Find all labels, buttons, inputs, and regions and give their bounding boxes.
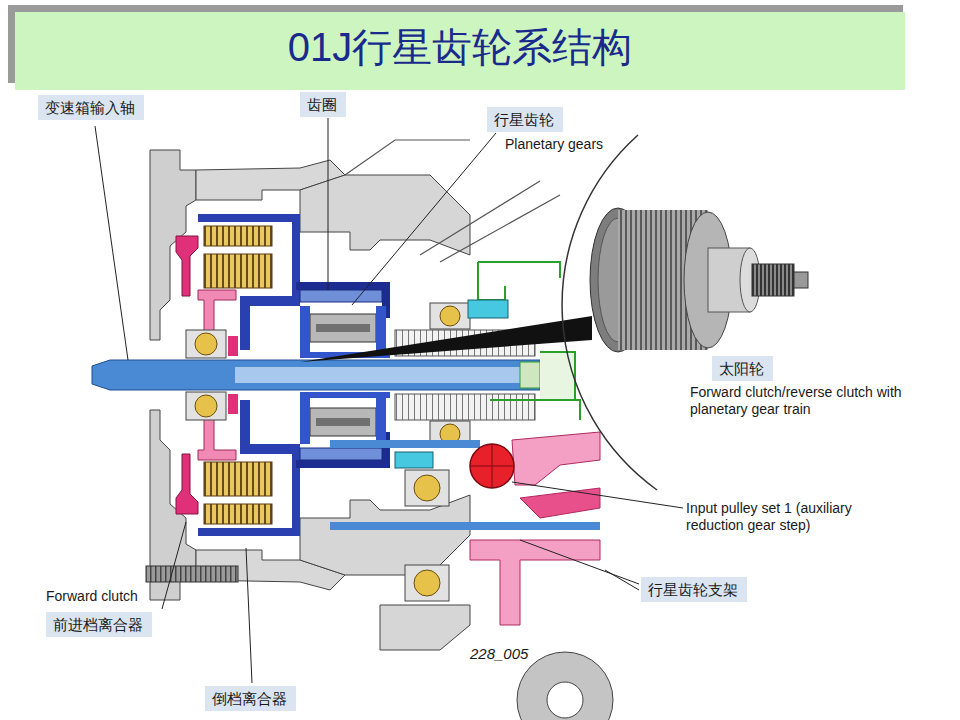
input-shaft-part [520, 362, 540, 388]
lower-right-parts-part [395, 452, 433, 468]
upper-half-section-part [316, 324, 370, 332]
leader-lines-part [512, 482, 683, 508]
callout-text: 太阳轮 [719, 359, 766, 378]
callout-text: 倒档离合器 [212, 689, 289, 708]
housing-lines-part [345, 140, 560, 262]
lower-right-parts-part [517, 652, 613, 720]
upper-half-section-part [198, 290, 236, 335]
callout-box: 太阳轮 [712, 356, 773, 381]
upper-half-section-part [296, 282, 390, 318]
lower-right-parts-part [512, 432, 600, 485]
lower-right-parts-part [330, 440, 480, 448]
lower-right-parts-part [520, 488, 600, 518]
lower-right-parts-part [414, 570, 440, 596]
lower-right-parts-part [470, 444, 514, 488]
upper-half-section-part [186, 330, 226, 358]
callout-text: 行星齿轮支架 [648, 580, 740, 599]
upper-half-section-part [228, 336, 238, 356]
callout-box: 行星齿轮支架 [641, 577, 747, 602]
callout-text: 前进档离合器 [53, 615, 145, 634]
part-label: Planetary gears [505, 136, 603, 153]
leader-lines [95, 118, 683, 683]
upper-right-parts-part [540, 352, 575, 400]
lower-right-parts-part [414, 475, 440, 501]
leader-lines-part [246, 548, 252, 683]
figure-number: 228_005 [470, 645, 528, 662]
lower-right-parts-part [405, 470, 449, 506]
callout-box: 前进档离合器 [46, 612, 152, 637]
upper-right-parts-part [478, 262, 560, 300]
input-shaft-part [92, 360, 540, 390]
lower-right-parts-part [470, 444, 514, 488]
callout-box: 倒档离合器 [205, 686, 296, 711]
page-title: 01J行星齿轮系结构 [15, 22, 905, 72]
callout-box: 行星齿轮 [487, 107, 563, 132]
upper-half-section-part [195, 333, 217, 355]
title-band-part [15, 12, 905, 90]
housing-lines [345, 140, 560, 262]
upper-half-section-part [198, 214, 300, 296]
upper-half-section-part [440, 306, 460, 326]
upper-half-section-part [310, 314, 376, 342]
gear-assembly-photo-part [794, 272, 808, 288]
input-shaft [92, 360, 540, 390]
upper-half-section-part [204, 254, 272, 288]
leader-lines-part [95, 126, 128, 360]
upper-right-parts-part [490, 400, 580, 420]
upper-half-section-part [176, 236, 198, 296]
callout-text: 行星齿轮 [494, 110, 556, 129]
upper-half-section-part [204, 226, 272, 246]
leader-lines-part [605, 570, 639, 590]
lower-right-parts [146, 432, 613, 720]
lower-right-parts-part [380, 605, 470, 650]
lower-right-parts-part [330, 522, 600, 530]
title-band [8, 5, 905, 90]
gear-assembly-photo [590, 208, 808, 352]
part-label: Forward clutch/reverse clutch with plane… [690, 384, 915, 418]
upper-half-section-part [240, 296, 300, 350]
upper-half-section-part [376, 306, 386, 352]
leader-lines-part [162, 522, 186, 609]
gear-assembly-photo-part [752, 264, 794, 296]
callout-box: 齿圈 [300, 92, 346, 117]
callout-box: 变速箱输入轴 [38, 95, 144, 120]
lower-right-parts-part [547, 682, 583, 718]
lower-right-parts-part [405, 565, 449, 601]
upper-right-parts-part [468, 300, 508, 318]
lower-right-parts-part [146, 566, 238, 582]
leader-lines-part [352, 133, 496, 305]
zoom-pointer-part [300, 316, 592, 362]
upper-half-section-part [300, 290, 382, 302]
upper-half-section-part [300, 175, 470, 255]
part-label: Forward clutch [46, 588, 138, 605]
callout-text: 齿圈 [307, 95, 339, 114]
input-shaft-part [235, 367, 535, 383]
leader-lines-part [328, 118, 329, 290]
upper-half-section [150, 150, 535, 358]
upper-half-section-part [430, 303, 470, 329]
zoom-pointer [300, 135, 657, 490]
leader-lines-part [520, 540, 639, 584]
part-label: Input pulley set 1 (auxiliary reduction … [686, 500, 896, 534]
lower-right-parts-part [470, 540, 600, 625]
callout-text: 变速箱输入轴 [45, 98, 137, 117]
